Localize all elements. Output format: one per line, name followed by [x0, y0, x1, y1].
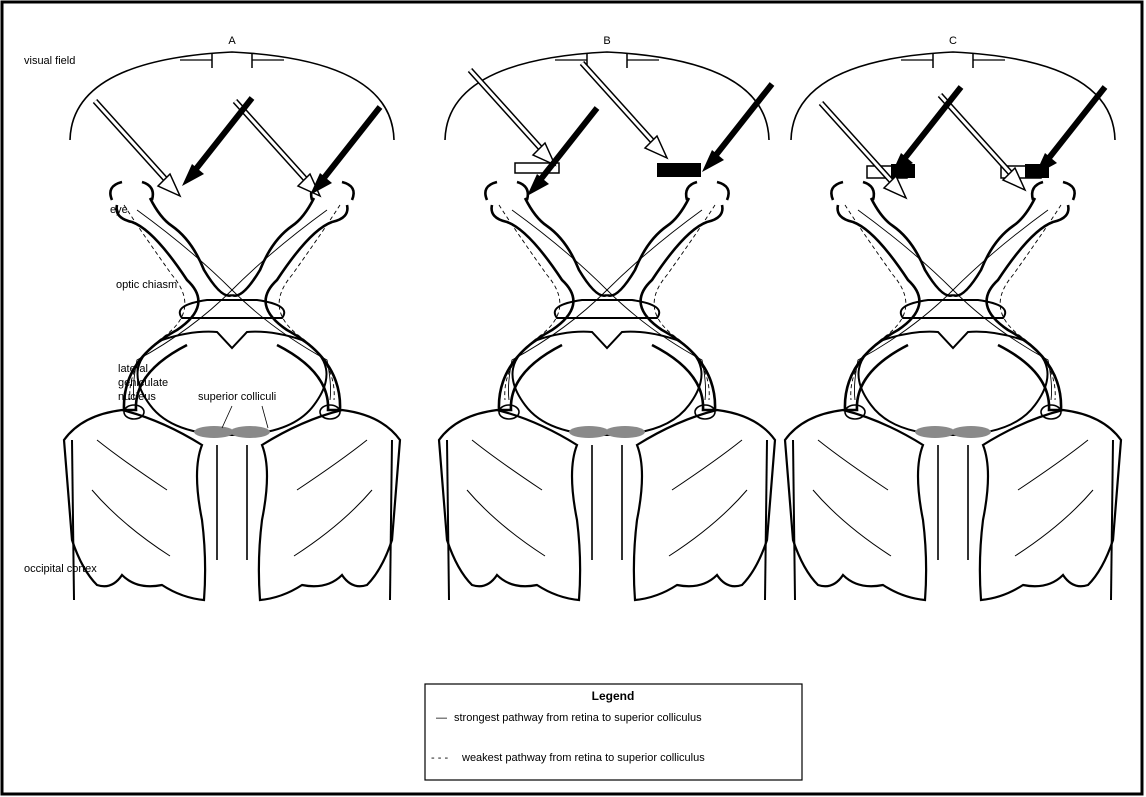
legend-solid-marker: —	[436, 712, 447, 724]
legend-dashed-marker: - - -	[431, 752, 448, 764]
label-occipital-cortex: occipital cortex	[24, 563, 97, 575]
filled-block	[657, 163, 701, 177]
label-visual-field: visual field	[24, 55, 75, 67]
label-lgn-3: nucleus	[118, 391, 156, 403]
panel-a-letter: A	[228, 35, 236, 47]
label-lgn-2: geniculate	[118, 377, 168, 389]
legend-dashed-text: weakest pathway from retina to superior …	[461, 752, 705, 764]
legend: Legend — strongest pathway from retina t…	[425, 684, 802, 780]
label-superior-colliculi: superior colliculi	[198, 391, 276, 403]
legend-title: Legend	[592, 689, 635, 703]
label-eye: eye	[110, 204, 128, 216]
panel-b-letter: B	[603, 35, 610, 47]
label-lgn-1: lateral	[118, 363, 148, 375]
label-optic-chiasm: optic chiasm	[116, 279, 177, 291]
legend-solid-text: strongest pathway from retina to superio…	[454, 712, 702, 724]
panel-c-letter: C	[949, 35, 957, 47]
